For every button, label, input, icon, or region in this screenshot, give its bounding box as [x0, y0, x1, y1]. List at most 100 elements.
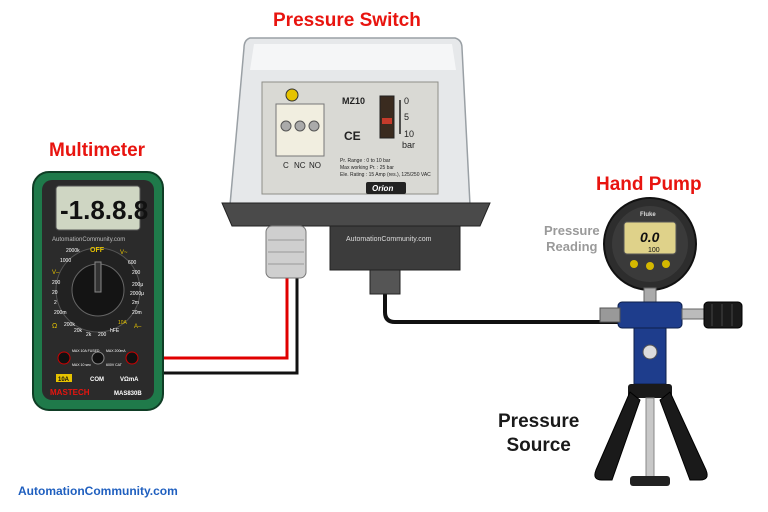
- gauge-brand: Fluke: [640, 212, 656, 218]
- pressure-source-label: Pressure Source: [498, 410, 579, 458]
- terminal-label-c: C: [283, 161, 289, 170]
- switch-base: [221, 202, 491, 227]
- scale-unit: bar: [402, 140, 415, 150]
- red-wire: [135, 278, 289, 360]
- pump-piston-rod: [645, 397, 655, 479]
- dial-mark-600: 600: [128, 260, 137, 266]
- gauge-lcd: [623, 221, 677, 255]
- dial-mark-200-dc: 200: [52, 280, 61, 286]
- dial-mark-hfe: hFE: [110, 328, 120, 334]
- hand-pump: Fluke 0.0 100: [594, 197, 743, 486]
- meter-watermark: AutomationCommunity.com: [52, 237, 125, 243]
- pressure-switch-label: Pressure Switch: [273, 10, 421, 31]
- brand-plate: [366, 182, 406, 194]
- dial-pointer: [94, 261, 102, 293]
- dial-mark-2000k: 2000k: [66, 248, 80, 254]
- jack-note-2: MAX 10 sec: [72, 363, 91, 367]
- earth-icon: [285, 88, 299, 102]
- adjust-knob[interactable]: [703, 301, 743, 329]
- tube-fitting: [599, 307, 621, 323]
- ce-mark: CE: [344, 129, 361, 143]
- dial-mark-200m: 200m: [54, 310, 67, 316]
- pump-handle-right[interactable]: [659, 391, 708, 481]
- pump-collar: [628, 384, 672, 398]
- jack-com[interactable]: [91, 351, 105, 365]
- dial-off-label: OFF: [90, 247, 105, 254]
- gauge-stem: [643, 287, 657, 303]
- meter-display: -1.8.8.8: [60, 195, 148, 225]
- spec-line-2: Max working Pr. : 25 bar: [340, 165, 394, 171]
- switch-watermark: AutomationCommunity.com: [346, 236, 432, 243]
- multimeter: -1.8.8.8 AutomationCommunity.com OFF V~ …: [32, 171, 164, 411]
- dial-mark-v-dc: V–: [52, 270, 60, 276]
- terminal-screw-no: [308, 120, 320, 132]
- setpoint-slot: [379, 95, 395, 139]
- scale-mark-10: 10: [404, 129, 414, 139]
- terminal-label-no: NO: [309, 161, 321, 170]
- dial-mark-10a: 10A: [118, 320, 128, 326]
- dial-mark-2m: 2m: [132, 300, 139, 306]
- gauge-button-mid[interactable]: [646, 262, 654, 270]
- release-valve[interactable]: [642, 344, 658, 360]
- jack-vohm[interactable]: [125, 351, 139, 365]
- jack-note-4: 600V CAT: [106, 363, 123, 367]
- adjust-knob-shaft: [681, 308, 707, 320]
- scale-mark-5: 5: [404, 112, 409, 122]
- setpoint-indicator: [382, 118, 392, 124]
- dial-mark-20m: 20m: [132, 310, 142, 316]
- dial-mark-200u: 200μ: [132, 282, 143, 288]
- dial-mark-ohm: Ω: [52, 323, 57, 330]
- spec-line-1: Pr. Range : 0 to 10 bar: [340, 158, 391, 164]
- jack-note-1: MAX 10A FUSED: [72, 349, 100, 353]
- dial-mark-1000: 1000: [60, 258, 71, 264]
- jack-label-10a: 10A: [58, 377, 70, 383]
- jack-note-3: MAX 200mA: [106, 349, 126, 353]
- dial-mark-200k: 200k: [64, 322, 75, 328]
- scale-mark-0: 0: [404, 96, 409, 106]
- pressure-reading-label: Pressure Reading: [544, 223, 600, 255]
- multimeter-label: Multimeter: [49, 140, 146, 161]
- dial-mark-200-ac: 200: [132, 270, 141, 276]
- terminal-label-nc: NC: [294, 161, 306, 170]
- spec-line-3: Ele. Rating : 15 Amp (res.), 125/250 VAC: [340, 172, 431, 178]
- terminal-screw-nc: [294, 120, 306, 132]
- dial-mark-a-dc: A–: [134, 324, 142, 330]
- jack-10a[interactable]: [57, 351, 71, 365]
- gauge-secondary: 100: [648, 247, 660, 254]
- dial-mark-v-ac: V~: [120, 250, 128, 256]
- dial-mark-20: 20: [52, 290, 58, 296]
- pump-handle-left[interactable]: [594, 391, 641, 481]
- gauge-button-left[interactable]: [630, 260, 638, 268]
- jack-label-10a-bg: [56, 374, 72, 382]
- pressure-switch: C NC NO CE MZ10 0 5 10 bar Pr. Range : 0…: [221, 37, 491, 295]
- black-wire: [135, 278, 299, 375]
- dial-mark-200-ohm: 200: [98, 332, 107, 338]
- jack-label-com: COM: [90, 377, 104, 383]
- pressure-tube: [383, 292, 620, 324]
- gauge-reading: 0.0: [640, 229, 660, 245]
- hand-pump-label: Hand Pump: [596, 174, 702, 195]
- switch-model: MZ10: [342, 96, 365, 106]
- meter-brand: MASTECH: [50, 388, 90, 397]
- dial-mark-20k: 20k: [74, 328, 83, 334]
- pressure-reading-line1: Pressure: [544, 223, 600, 238]
- pump-manifold: [617, 301, 683, 329]
- jack-label-vohm: VΩmA: [120, 377, 139, 383]
- pressure-source-line1: Pressure: [498, 411, 580, 432]
- pressure-port: [369, 269, 401, 295]
- switch-cover-highlight: [250, 44, 456, 70]
- dial-mark-2000u: 2000μ: [130, 291, 144, 297]
- terminal-screw-c: [280, 120, 292, 132]
- dial-mark-2: 2: [54, 300, 57, 306]
- meter-model: MAS830B: [114, 391, 142, 397]
- meter-lcd: [55, 185, 141, 231]
- pressure-source-line2: Source: [506, 435, 571, 456]
- pump-base: [630, 476, 670, 486]
- dial-mark-2k: 2k: [86, 332, 92, 338]
- switch-brand: Orion: [372, 184, 393, 193]
- pressure-reading-line2: Reading: [546, 239, 598, 254]
- switch-housing-lower: [329, 225, 461, 271]
- gauge-button-right[interactable]: [662, 260, 670, 268]
- footer-watermark: AutomationCommunity.com: [18, 484, 178, 498]
